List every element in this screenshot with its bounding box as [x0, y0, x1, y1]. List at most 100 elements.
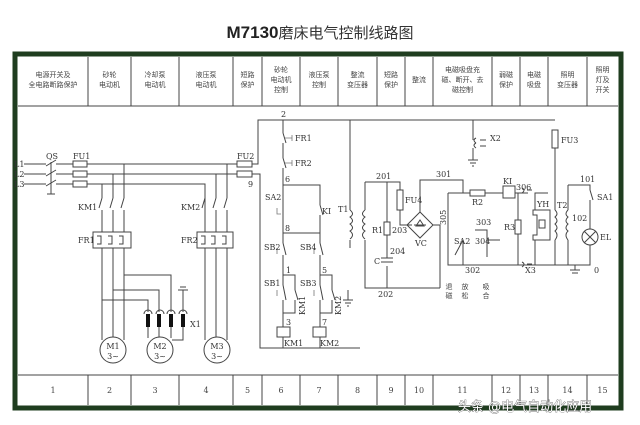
header-column-label: 控制 [274, 85, 288, 94]
fr2-thermal-relay-icon [196, 231, 234, 249]
column-number: 14 [562, 386, 572, 395]
column-number: 1 [50, 386, 55, 395]
label-x1: X1 [190, 320, 201, 329]
label-sa2-switch: SA2 [454, 237, 470, 246]
transformer-t1-icon [349, 209, 366, 240]
label-fr1-contact: FR1 [295, 134, 312, 143]
svg-text:3~: 3~ [154, 352, 166, 361]
label-attract-2: 合 [483, 291, 490, 300]
svg-text:M1: M1 [106, 342, 119, 351]
lamp-el-icon [581, 228, 599, 246]
header-column-label: 灯及 [596, 75, 610, 84]
label-node-301: 301 [436, 170, 451, 179]
label-qs: QS [46, 152, 58, 161]
header-column-label: 控制 [312, 80, 326, 89]
qs-switch-icon [45, 159, 57, 195]
km2-main-contacts-icon [201, 164, 228, 232]
label-km1-coil: KM1 [284, 339, 303, 348]
header-column-label: 电源开关及 [36, 70, 71, 79]
column-number: 15 [597, 386, 607, 395]
label-l1: L1 [14, 160, 24, 169]
label-l2: L2 [14, 170, 24, 179]
main-circuit: L1 L2 L3 QS FU1 FU2 9 KM1 FR1 KM2 FR2 X1 [14, 119, 555, 364]
column-number: 3 [152, 386, 157, 395]
header-column-label: 电动机 [271, 75, 292, 84]
header-column-label: 电动机 [145, 80, 166, 89]
header-column-label: 吸盘 [527, 80, 541, 89]
label-fr1: FR1 [78, 236, 95, 245]
column-number: 7 [316, 386, 321, 395]
label-node-1: 1 [286, 266, 291, 275]
title-model: M7130 [227, 23, 279, 42]
header-column-label: 砂轮 [274, 65, 288, 74]
header-column-label: 弱磁 [499, 70, 513, 79]
chuck-yh-icon [532, 209, 551, 241]
label-node-9: 9 [248, 180, 253, 189]
label-node-204: 204 [390, 247, 405, 256]
m1-wiring [101, 248, 172, 340]
column-number: 2 [107, 386, 112, 395]
label-r1: R1 [372, 226, 383, 235]
label-km1-contacts: KM1 [78, 203, 97, 212]
label-node-6: 6 [285, 175, 290, 184]
header-column-label: 液压泵 [196, 70, 217, 79]
x1-connector-icon [143, 286, 188, 341]
svg-text:M2: M2 [153, 342, 166, 351]
label-x2: X2 [490, 134, 501, 143]
label-km2-contacts: KM2 [181, 203, 200, 212]
label-c: C [374, 257, 380, 266]
header-column-label: 磁、断开、去 [442, 75, 484, 84]
label-ki: KI [503, 177, 512, 186]
header-column-label: 开关 [596, 85, 610, 94]
label-sb3: SB3 [300, 279, 316, 288]
sa2-wiring [462, 229, 500, 265]
header-column-label: 砂轮 [103, 70, 117, 79]
label-sb4: SB4 [300, 243, 316, 252]
label-fr2-contact: FR2 [295, 159, 312, 168]
label-demag: 退 [446, 282, 453, 291]
label-x3: X3 [525, 266, 536, 275]
label-node-203: 203 [392, 226, 407, 235]
label-yh: YH [536, 200, 549, 209]
label-fr2: FR2 [181, 236, 198, 245]
label-vc: VC [414, 239, 427, 248]
km1-coil-icon [276, 326, 291, 338]
title-text: 磨床电气控制线路图 [278, 24, 413, 42]
header-column-label: 冷却泵 [145, 70, 166, 79]
header-column-label: 电磁吸盘充 [445, 65, 480, 74]
label-node-306: 306 [516, 183, 531, 192]
pushbutton-contacts-icon [282, 242, 336, 301]
power-lines [24, 119, 555, 349]
column-number: 11 [457, 386, 467, 395]
x3-plug-icon [521, 187, 532, 268]
ground-icon [343, 290, 353, 307]
header-column-label: 保护 [241, 80, 255, 89]
label-t2: T2 [557, 201, 567, 210]
label-node-302: 302 [465, 266, 480, 275]
label-sb1: SB1 [264, 279, 280, 288]
label-node-305: 305 [439, 210, 448, 225]
label-release-2: 松 [462, 291, 469, 300]
fr1-thermal-relay-icon [92, 231, 132, 249]
header-column-label: 磁控制 [452, 85, 473, 94]
label-km2-aux: KM2 [334, 296, 343, 315]
header-column-label: 电磁 [527, 70, 541, 79]
svg-text:M3: M3 [210, 342, 223, 351]
fr2-element-icon [201, 235, 227, 245]
label-node-0: 0 [594, 266, 599, 275]
chuck-load-wiring [517, 192, 548, 265]
rectifier-bridge-vc-icon [406, 211, 434, 239]
label-node-7: 7 [322, 318, 327, 327]
header-column-label: 整流 [351, 70, 365, 79]
diagram-frame [12, 51, 624, 411]
fr1-element-icon [97, 235, 124, 245]
label-release: 放 [462, 282, 469, 291]
motor-m1-icon: M13~ [99, 336, 127, 364]
label-sb2: SB2 [264, 243, 280, 252]
capacitor-c-icon [381, 257, 393, 263]
resistor-r3-icon [514, 219, 522, 235]
header-column-label: 照明 [561, 71, 575, 79]
label-km1-aux: KM1 [298, 296, 307, 315]
svg-text:3~: 3~ [107, 352, 119, 361]
